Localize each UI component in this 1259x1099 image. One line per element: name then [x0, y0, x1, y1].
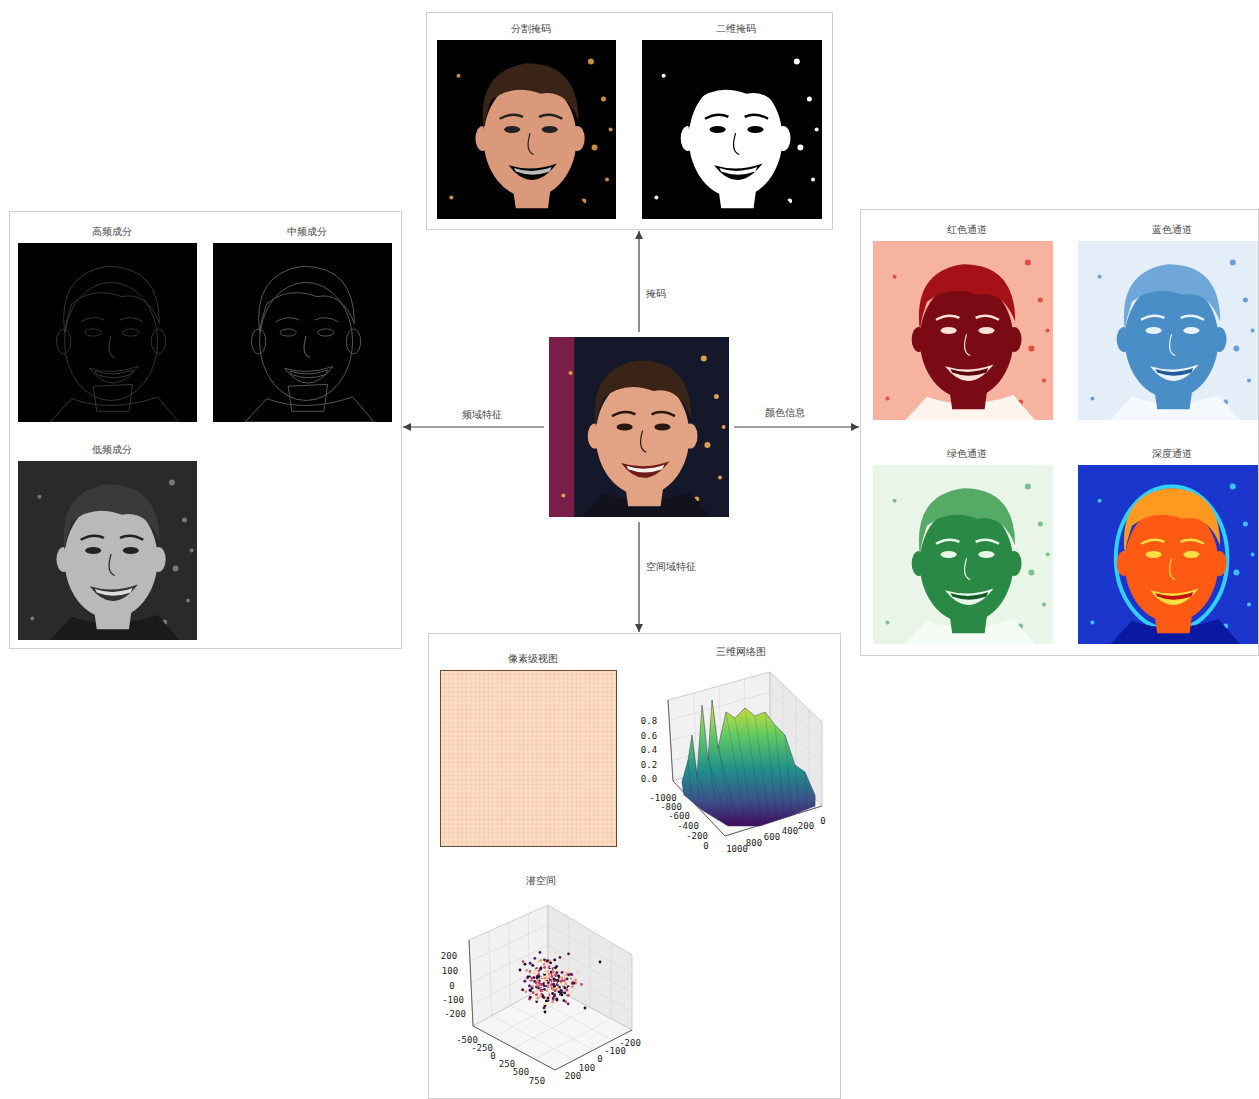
image-illustration	[1078, 241, 1258, 420]
axis-tick: 0.6	[641, 731, 657, 741]
feature-panel: 红色通道蓝色通道绿色通道深度通道	[860, 209, 1259, 656]
image-tile: 蓝色通道	[1078, 219, 1259, 420]
panel-heading: 高频成分	[18, 221, 205, 243]
panel-heading: 红色通道	[873, 219, 1061, 241]
axis-tick: 0	[703, 841, 708, 851]
axis-tick: 1000	[726, 844, 748, 854]
image-illustration	[432, 892, 642, 1092]
image-tile: 像素级视图	[440, 648, 625, 847]
axis-tick: 250	[499, 1059, 515, 1069]
panel-heading: 绿色通道	[873, 443, 1061, 465]
source-photo	[549, 337, 729, 517]
panel-heading: 分割掩码	[437, 18, 624, 40]
image-tile: 分割掩码	[437, 18, 624, 219]
feature-panel: 分割掩码二维掩码	[426, 12, 833, 230]
image-illustration	[642, 40, 822, 219]
axis-tick: 200	[798, 821, 814, 831]
image-illustration	[437, 40, 616, 219]
image-tile: 中频成分	[213, 221, 400, 422]
axis-tick: -400	[677, 821, 699, 831]
axis-tick: 0.8	[641, 716, 657, 726]
axis-tick: -600	[668, 811, 690, 821]
arrow-connector	[734, 426, 859, 427]
axis-tick: -250	[471, 1043, 493, 1053]
axis-tick: -800	[660, 802, 682, 812]
image-tile: 二维掩码	[642, 18, 830, 219]
axis-tick: 750	[529, 1076, 545, 1086]
image-illustration	[18, 461, 197, 640]
axis-tick: 0	[490, 1051, 495, 1061]
axis-tick: 500	[513, 1067, 529, 1077]
axis-tick: 800	[746, 838, 762, 848]
image-tile: 低频成分	[18, 439, 205, 640]
axis-tick: 0.2	[641, 760, 657, 770]
arrow-connector	[638, 231, 639, 332]
axis-tick: 0	[820, 816, 825, 826]
image-illustration	[873, 241, 1053, 420]
panel-heading: 低频成分	[18, 439, 205, 461]
image-illustration	[637, 663, 837, 863]
image-illustration	[1078, 465, 1258, 644]
panel-heading: 潜空间	[432, 870, 650, 892]
axis-tick: 200	[441, 951, 457, 961]
panel-heading: 蓝色通道	[1078, 219, 1259, 241]
axis-tick: 0	[449, 981, 454, 991]
feature-panel: 像素级视图三维网络图潜空间	[428, 633, 841, 1099]
image-illustration	[213, 243, 392, 422]
image-illustration	[549, 337, 729, 517]
image-tile: 潜空间	[432, 870, 650, 1092]
image-tile: 深度通道	[1078, 443, 1259, 644]
axis-tick: -100	[604, 1046, 626, 1056]
image-illustration	[873, 465, 1053, 644]
arrow-connector	[638, 522, 639, 632]
axis-tick: -100	[442, 995, 464, 1005]
axis-tick: 200	[565, 1071, 581, 1081]
image-tile: 高频成分	[18, 221, 205, 422]
axis-tick: 0.4	[641, 745, 657, 755]
panel-heading: 中频成分	[213, 221, 400, 243]
image-tile: 红色通道	[873, 219, 1061, 420]
axis-tick: -200	[444, 1009, 466, 1019]
panel-heading: 深度通道	[1078, 443, 1259, 465]
axis-tick: 400	[782, 826, 798, 836]
edge-label: 颜色信息	[763, 406, 807, 420]
axis-tick: 0	[597, 1054, 602, 1064]
image-tile: 绿色通道	[873, 443, 1061, 644]
image-illustration	[440, 670, 617, 847]
image-illustration	[18, 243, 197, 422]
axis-tick: -200	[686, 831, 708, 841]
arrow-connector	[403, 426, 544, 427]
axis-tick: 600	[764, 832, 780, 842]
axis-tick: -1000	[649, 793, 676, 803]
axis-tick: 100	[442, 966, 458, 976]
panel-heading: 二维掩码	[642, 18, 830, 40]
edge-label: 频域特征	[460, 408, 504, 422]
edge-label: 空间域特征	[644, 560, 698, 574]
panel-heading: 三维网络图	[637, 641, 845, 663]
axis-tick: 0.0	[641, 774, 657, 784]
panel-heading: 像素级视图	[440, 648, 625, 670]
feature-panel: 高频成分中频成分低频成分	[9, 211, 402, 649]
edge-label: 掩码	[644, 287, 668, 301]
axis-tick: 100	[579, 1063, 595, 1073]
